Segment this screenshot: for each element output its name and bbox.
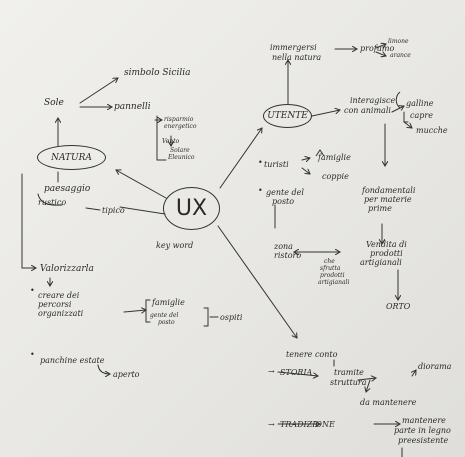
risparmio-label: risparmio energetico [164,116,197,130]
coppie-label: coppie [322,172,349,181]
diorama-label: diorama [418,362,452,371]
capre-label: capre [410,111,433,120]
utente-node: UTENTE [263,104,312,128]
mantenere-label-3: preesistente [398,436,449,445]
utente-gente-label-1: gente del [266,188,304,197]
ospiti-label: ospiti [220,313,243,322]
mucche-label: mucche [416,126,448,135]
storia-arrow: → [268,367,275,376]
orto-label: ORTO [386,302,411,311]
vendita-label-3: artigianali [360,258,402,267]
pannelli-label: pannelli [114,102,151,112]
solare-label-1: Solare [170,147,190,154]
tramite-label-1: tramite [334,368,364,377]
utente-gente-label-2: posto [272,197,295,206]
aperto-label: aperto [113,370,140,379]
fondamentali-label-2: per materie [364,195,412,204]
tipico-label: tipico [102,206,125,215]
ux-label: UX [175,195,208,221]
utente-label: UTENTE [267,111,308,121]
ux-center-node: UX [163,187,220,230]
natura-node: NATURA [37,145,106,170]
interagisce-label-2: con animali [344,106,391,115]
rustico-label: rustico [38,198,67,207]
profumo-label: profumo [360,44,395,53]
valorizzarla-label: Valorizzarla [40,264,94,274]
bullet-gente: • [258,186,263,195]
zona-label-2: ristoro [274,251,302,260]
turisti-label: turisti [264,160,289,169]
natura-label: NATURA [51,152,92,163]
vendita-label-1: Vendita di [366,240,407,249]
sfrutta-label-1: che [324,258,335,265]
limone-label: limone [388,38,409,45]
vento-label: Vento [162,138,180,145]
da-mantenere-label: da mantenere [360,398,417,407]
tradizione-label: TRADIZIONE [280,420,335,429]
creare-label-3: organizzati [38,309,84,318]
bullet-1: • [30,286,35,295]
mantenere-label-2: parte in legno [394,426,451,435]
sole-label: Sole [44,98,64,108]
interagisce-label-1: interagisce [350,96,396,105]
fondamentali-label-1: fondamentali [362,186,416,195]
famiglie-label: famiglie [152,298,185,307]
simbolo-sicilia-label: simbolo Sicilia [124,68,191,78]
solare-label-2: Eleunico [168,154,195,161]
utente-famiglie-label: famiglie [318,153,351,162]
immergersi-label-2: nella natura [272,53,322,62]
gente-posto-label-2: posto [158,319,175,326]
storia-label: STORIA [280,368,313,377]
gente-posto-label-1: gente del [150,312,179,319]
keyword-label: key word [156,241,194,250]
panchine-label: panchine estate [40,356,105,365]
paesaggio-label: paesaggio [44,184,91,194]
sfrutta-label-3: prodotti [320,272,345,279]
creare-label-2: percorsi [38,300,72,309]
galline-label: galline [406,99,434,108]
fondamentali-label-3: prime [368,204,392,213]
creare-label-1: creare dei [38,291,80,300]
vendita-label-2: prodotti [370,249,403,258]
tradizione-arrow: → [268,420,275,429]
sfrutta-label-4: artigianali [318,279,350,286]
tenere-conto-label: tenere conto [286,350,338,359]
bullet-turisti: • [258,158,263,167]
sfrutta-label-2: sfrutta [320,265,341,272]
zona-label-1: zona [274,242,293,251]
immergersi-label-1: immergersi [270,43,317,52]
arance-label: arance [390,52,411,59]
tramite-label-2: struttura [330,378,367,387]
bullet-2: • [30,350,35,359]
mantenere-label-1: mantenere [402,416,446,425]
